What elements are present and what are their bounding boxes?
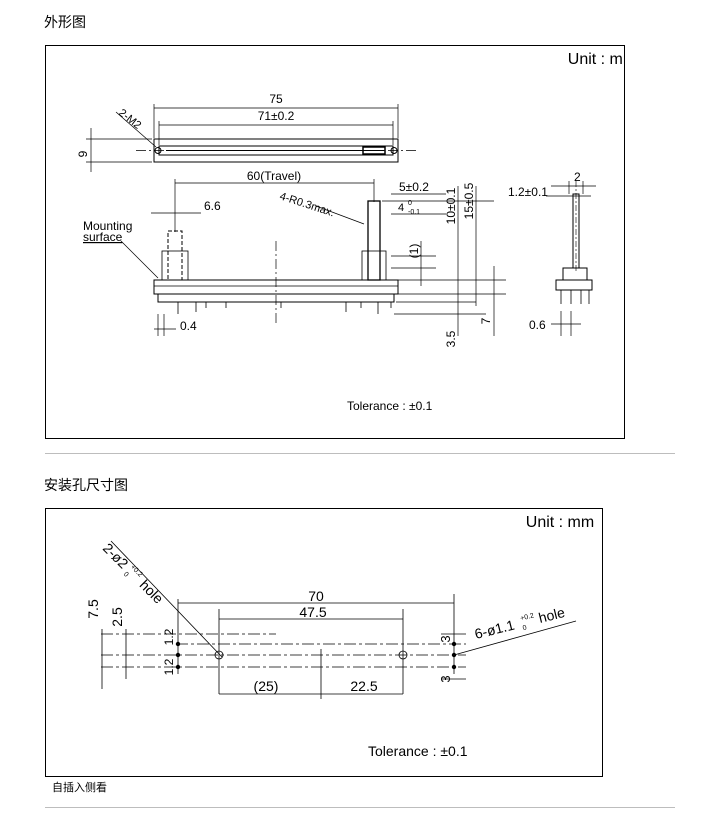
dim-10: 10±0.1 (444, 187, 458, 224)
slider-end-view (562, 267, 588, 281)
dim-1-2-upper: 1.2 (162, 628, 176, 645)
svg-text:0: 0 (522, 624, 528, 632)
dim-3-upper: 3 (438, 635, 453, 642)
dim-3-5: 3.5 (444, 330, 458, 347)
mounting-hole-drawing: Unit : mm 2-ø2 +0.2 0 hole 70 47.5 (25) … (85, 514, 594, 759)
dim-5: 5±0.2 (399, 180, 429, 194)
mounting-hole-frame: Unit : mm 2-ø2 +0.2 0 hole 70 47.5 (25) … (45, 508, 603, 777)
svg-text:+0.2: +0.2 (129, 564, 144, 579)
slider-lever (367, 200, 381, 281)
dim-71: 71±0.2 (258, 109, 295, 123)
svg-text:hole: hole (137, 577, 167, 607)
dim-4-sup: 0 (408, 200, 412, 207)
hole-small-5 (451, 652, 457, 658)
unit-label-2: Unit : mm (526, 514, 594, 531)
dim-9: 9 (76, 150, 90, 157)
svg-text:+0.2: +0.2 (520, 612, 535, 622)
dim-1: (1) (407, 244, 421, 259)
mounting-surface-label-1: Mounting (83, 219, 132, 233)
svg-text:0: 0 (122, 571, 130, 579)
dim-4-r0-3max: 4-R0.3max. (278, 190, 336, 219)
dim-47-5: 47.5 (299, 604, 326, 620)
dim-2: 2 (574, 170, 581, 184)
dim-25-ref: (25) (254, 678, 279, 694)
dim-22-5: 22.5 (350, 678, 377, 694)
divider-2 (45, 807, 675, 808)
hole-large-left (214, 650, 224, 660)
dim-7-5: 7.5 (85, 599, 101, 619)
hole-small-3 (175, 664, 181, 670)
outline-section-title: 外形图 (44, 15, 86, 31)
dim-0-6: 0.6 (529, 318, 546, 332)
view-note: 自插入侧看 (52, 781, 107, 794)
tolerance-label-2: Tolerance : ±0.1 (368, 743, 468, 759)
outline-drawing: Unit : mm 75 71±0.2 2-M2 9 60(Travel) 6.… (76, 51, 636, 413)
mounting-surface-label-2: surface (83, 230, 123, 244)
dim-2m2: 2-M2 (116, 107, 143, 132)
tolerance-label: Tolerance : ±0.1 (347, 399, 433, 413)
dim-15: 15±0.5 (462, 182, 476, 219)
dim-4-tolerance: 4 (398, 202, 404, 214)
dim-1-2-lower: 1.2 (162, 658, 176, 675)
dim-0-4: 0.4 (180, 319, 197, 333)
dim-1-2: 1.2±0.1 (508, 185, 548, 199)
hole-small-2 (175, 652, 181, 658)
hole-small-4 (451, 641, 457, 647)
hole-small-1 (175, 641, 181, 647)
mounting-section-title: 安装孔尺寸图 (44, 478, 128, 494)
unit-label: Unit : mm (568, 51, 624, 68)
dim-6-6: 6.6 (204, 199, 221, 213)
hole-6-label: 6-ø1.1 +0.2 0 hole (473, 604, 567, 642)
svg-text:6-ø1.1: 6-ø1.1 (473, 617, 516, 642)
hole-small-6 (451, 664, 457, 670)
dim-70: 70 (308, 588, 324, 604)
hole-2-label: 2-ø2 +0.2 0 hole (100, 540, 167, 607)
outline-drawing-frame: Unit : mm 75 71±0.2 2-M2 9 60(Travel) 6.… (45, 45, 636, 439)
dim-2-5: 2.5 (109, 607, 125, 627)
hole-large-right (398, 650, 408, 660)
svg-text:hole: hole (537, 604, 567, 626)
dim-75: 75 (269, 92, 283, 106)
divider-1 (45, 453, 675, 454)
dim-3-lower: 3 (438, 675, 453, 682)
dim-60-travel: 60(Travel) (247, 169, 301, 183)
dim-7: 7 (479, 317, 493, 324)
dim-4-sub: -0.1 (408, 209, 420, 216)
svg-text:2-ø2: 2-ø2 (100, 540, 132, 572)
